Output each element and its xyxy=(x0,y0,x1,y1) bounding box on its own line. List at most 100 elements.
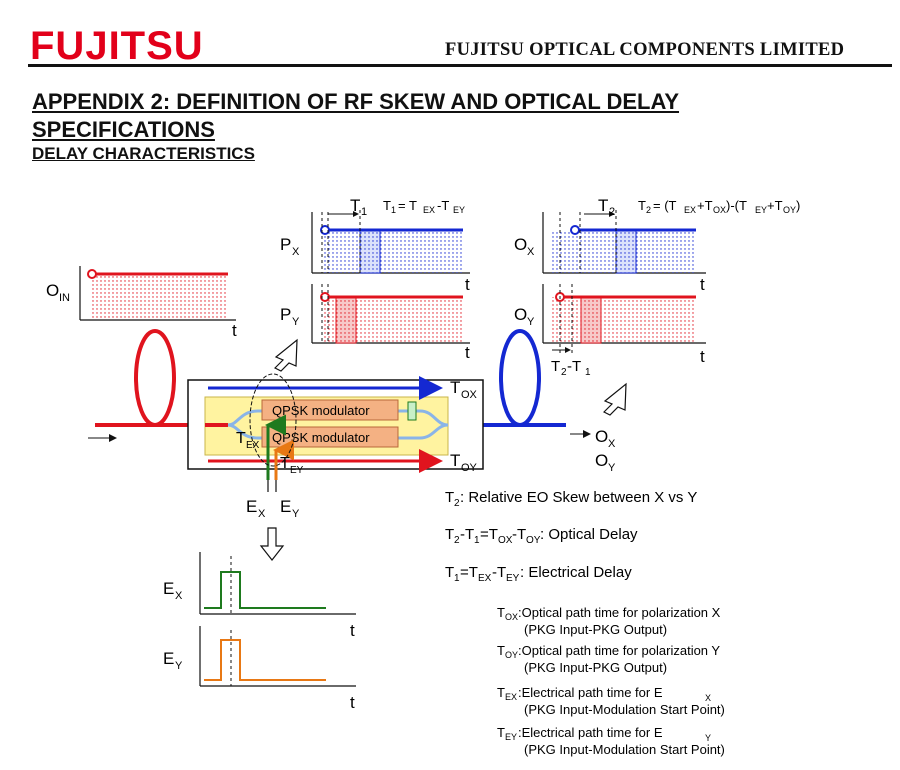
fiber-coils: O X O Y xyxy=(88,329,616,474)
modulator-package: QPSK modulator QPSK modulator T OX T OY … xyxy=(187,373,484,520)
py-t-axis: t xyxy=(465,343,470,362)
t2-formula-p0: = (T xyxy=(653,198,677,213)
up-arrow-right xyxy=(602,382,627,416)
note-sym: T xyxy=(497,643,505,658)
tox-label: T xyxy=(450,378,460,397)
note-line1: :Optical path time for polarization X xyxy=(518,605,721,620)
def-elec-text: : Electrical Delay xyxy=(520,564,632,581)
ex-plot-sub: X xyxy=(175,590,183,602)
note-sub: EX xyxy=(505,692,517,702)
def-elec-c: -T xyxy=(492,564,506,581)
oy-label: O xyxy=(514,305,527,324)
block-arrows xyxy=(259,338,627,561)
t1-formula-dash: -T xyxy=(437,198,449,213)
note-line2: (PKG Input-PKG Output) xyxy=(524,660,667,675)
oin-label-sub: IN xyxy=(59,292,70,304)
t2t1-b: -T xyxy=(567,358,581,375)
tex-label: T xyxy=(236,430,246,447)
t2-formula-end: ) xyxy=(796,198,800,213)
def-opt-text: : Optical Delay xyxy=(540,526,638,543)
py-label: P xyxy=(280,305,291,324)
t2-formula-sub: 2 xyxy=(646,205,651,215)
t2-formula-t: T xyxy=(638,198,646,213)
ex-input-sub: X xyxy=(258,508,266,520)
section-subtitle: DELAY CHARACTERISTICS xyxy=(32,144,255,163)
py-plot: P Y t xyxy=(280,284,470,362)
ey-plot-sub: Y xyxy=(175,660,183,672)
out-oy-sub: Y xyxy=(608,462,616,474)
def-opt-c-sub: OX xyxy=(498,535,513,546)
tey-label-sub: EY xyxy=(290,465,304,476)
def-opt-b: -T xyxy=(460,526,474,543)
def-opt-a: T xyxy=(445,526,454,543)
ey-plot-label: E xyxy=(163,649,174,668)
qpsk-modulator-x: QPSK modulator xyxy=(272,403,370,418)
def-opt-d-sub: OY xyxy=(526,535,541,546)
header-rule xyxy=(28,64,892,67)
note-toy: T OY :Optical path time for polarization… xyxy=(497,643,720,675)
oy-t-axis: t xyxy=(700,347,705,366)
toy-label-sub: OY xyxy=(461,462,478,474)
note-sub: OY xyxy=(505,650,518,660)
t1-formula-eq: = T xyxy=(398,198,417,213)
ey-plot: E Y t xyxy=(163,626,356,712)
note-sub: EY xyxy=(505,732,517,742)
ex-plot-label: E xyxy=(163,579,174,598)
t1-formula-sub: 1 xyxy=(391,205,396,215)
out-oy-label: O xyxy=(595,451,608,470)
ex-t-axis: t xyxy=(350,621,355,640)
def-opt-c: =T xyxy=(480,526,498,543)
def-opt-d: -T xyxy=(512,526,526,543)
qpsk-modulator-y: QPSK modulator xyxy=(272,430,370,445)
down-arrow xyxy=(259,527,285,561)
out-ox-sub: X xyxy=(608,438,616,450)
ex-plot: E X t xyxy=(163,552,356,640)
note-line1: :Optical path time for polarization Y xyxy=(518,643,720,658)
note-tex: T EX :Electrical path time for E X (PKG … xyxy=(497,685,725,717)
company-name: FUJITSU OPTICAL COMPONENTS LIMITED xyxy=(445,40,845,60)
t2-formula-ey: EY xyxy=(755,205,767,215)
ey-input-label: E xyxy=(280,497,291,516)
px-t-axis: t xyxy=(465,275,470,294)
def-elec-b-sub: EX xyxy=(478,573,492,584)
note-line2: (PKG Input-Modulation Start Point) xyxy=(524,702,725,717)
ey-t-axis: t xyxy=(350,693,355,712)
t2-symbol: T xyxy=(598,196,608,215)
notes: T OX :Optical path time for polarization… xyxy=(497,605,725,757)
def-t2-sub: 2 xyxy=(454,498,460,509)
t2-formula-p2: )-(T xyxy=(726,198,747,213)
t1-formula-t: T xyxy=(383,198,391,213)
t1-formula-ex: EX xyxy=(423,205,435,215)
note-sym: T xyxy=(497,605,505,620)
up-arrow-left xyxy=(273,338,298,372)
ox-label-sub: X xyxy=(527,246,535,258)
note-sym: T xyxy=(497,725,505,740)
note-line2: (PKG Input-Modulation Start Point) xyxy=(524,742,725,757)
t2t1-b-sub: 1 xyxy=(585,367,591,378)
def-opt-a-sub: 2 xyxy=(454,535,460,546)
tox-label-sub: OX xyxy=(461,389,478,401)
ox-plot: T 2 T 2 = (T EX +T OX )-(T EY +T OY ) O … xyxy=(514,196,800,294)
px-plot: T 1 T 1 = T EX -T EY P X t xyxy=(280,196,470,294)
note-line1: :Electrical path time for E xyxy=(518,725,663,740)
tey-label: T xyxy=(280,455,290,472)
t2-symbol-sub: 2 xyxy=(609,206,615,218)
t2-formula-p3: +T xyxy=(767,198,783,213)
tex-label-sub: EX xyxy=(246,440,260,451)
out-ox-label: O xyxy=(595,427,608,446)
def-elec-c-sub: EY xyxy=(506,573,520,584)
note-tox: T OX :Optical path time for polarization… xyxy=(497,605,721,637)
px-label-sub: X xyxy=(292,246,300,258)
note-tail-sub: X xyxy=(705,693,711,703)
oy-plot: O Y t T 2 -T 1 xyxy=(514,284,706,378)
ox-t-axis: t xyxy=(700,275,705,294)
note-sub: OX xyxy=(505,612,518,622)
t1-symbol: T xyxy=(350,196,360,215)
t2-formula-ox: OX xyxy=(713,205,726,215)
def-elec-b: =T xyxy=(460,564,478,581)
toy-label: T xyxy=(450,451,460,470)
t2-formula-p1: +T xyxy=(697,198,713,213)
t2t1-a-sub: 2 xyxy=(561,367,567,378)
definitions: T 2 : Relative EO Skew between X vs Y T … xyxy=(445,489,697,584)
